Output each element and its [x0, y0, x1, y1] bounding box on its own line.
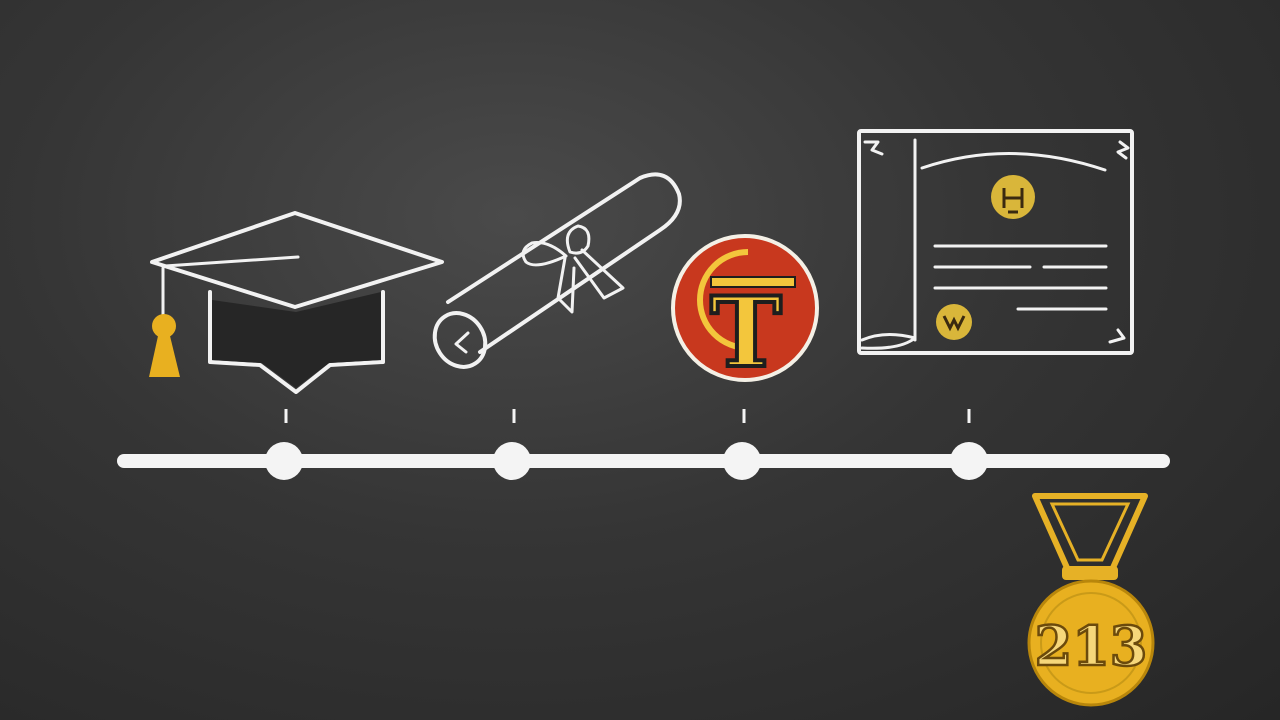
certificate-seal-bottom: [936, 304, 972, 340]
timeline-node: [723, 442, 761, 480]
certificate-seal-top: [991, 175, 1035, 219]
graduation-cap-icon: [149, 211, 444, 394]
timeline: [117, 409, 1170, 480]
timeline-node: [493, 442, 531, 480]
diploma-scroll-icon: [432, 172, 682, 369]
medal-icon: 213: [1027, 493, 1155, 707]
timeline-node: [265, 442, 303, 480]
certificate-icon: [857, 129, 1134, 355]
t-emblem-icon: T: [671, 234, 819, 391]
medal-number: 213: [1035, 614, 1148, 678]
emblem-letter: T: [710, 276, 781, 389]
timeline-node: [950, 442, 988, 480]
